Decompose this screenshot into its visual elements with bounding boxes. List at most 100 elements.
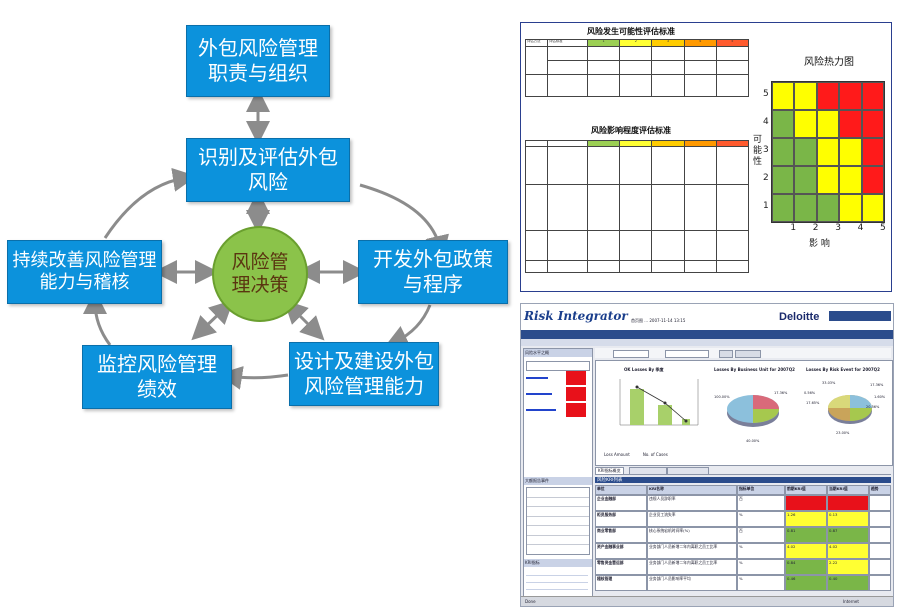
kri-row[interactable]: 企业金融部违规人员辞职率百: [595, 495, 891, 511]
identify-box: 识别及评估外包风险: [186, 138, 350, 202]
pie3-label: 1.60%: [874, 395, 886, 399]
kri-cell: 0.87: [827, 527, 869, 543]
pie2-label: 40.00%: [746, 439, 760, 443]
ri-left-column: 风险水平之概 大额报告事件 KRI指标: [523, 348, 593, 600]
kri-cell: 商业零售部: [595, 527, 647, 543]
kri-cell: 0.46: [785, 575, 827, 591]
ri-status-bar: Done Internet: [521, 596, 893, 606]
heatmap-cell: [816, 166, 840, 194]
kri-cell: [869, 527, 891, 543]
ri-chart3-title: Losses By Risk Event for 2007Q2: [806, 367, 880, 372]
likelihood-header-cell: 3: [651, 39, 685, 47]
kri-cell: 违规人员辞职率: [647, 495, 737, 511]
kri-cell: 业务部门人员影响率平均: [647, 575, 737, 591]
ri-query-select-1[interactable]: [613, 350, 649, 358]
heatmap-x-tick: 5: [880, 223, 886, 233]
pie2-label: 17.36%: [774, 391, 788, 395]
kri-cell: 企业金融部: [595, 495, 647, 511]
ri-charts-area: OK Losses By 季度 Loss Amount No. of Cases…: [595, 360, 893, 466]
kri-cell: [869, 495, 891, 511]
kri-cell: 百: [737, 495, 785, 511]
heatmap-cell: [861, 194, 884, 222]
ri-sub-nav[interactable]: [521, 339, 893, 346]
ri-query-select-2[interactable]: [665, 350, 709, 358]
kri-cell: [869, 511, 891, 527]
likelihood-header-cell: 评估标准: [547, 39, 588, 47]
kri-cell: %: [737, 559, 785, 575]
heatmap-cell: [839, 138, 862, 166]
ri-query-button[interactable]: [719, 350, 733, 358]
ri-export-button[interactable]: [735, 350, 761, 358]
ri-brand: Deloitte: [779, 311, 820, 323]
kri-cell: 趋势: [869, 485, 891, 495]
risk-integrator-window: Risk Integrator 首页图 ... 2007-11-14 13:15…: [520, 303, 894, 607]
ri-kri-table-title: 风险KRI列表: [595, 477, 891, 483]
kri-cell: 前期KRI值: [785, 485, 827, 495]
heatmap-x-tick: 4: [857, 223, 864, 233]
ri-tab-3[interactable]: [667, 467, 709, 475]
ri-event-table: [526, 487, 590, 555]
heatmap-cell: [816, 138, 840, 166]
heatmap-cell: [816, 82, 840, 110]
heatmap-cell: [839, 82, 862, 110]
heatmap-y-tick: 1: [763, 201, 769, 211]
heatmap-grid: [771, 81, 885, 223]
ri-tab-kri[interactable]: KRI指标概览: [595, 467, 624, 475]
kri-cell: 当期KRI值: [827, 485, 869, 495]
heatmap-cell: [794, 166, 817, 194]
risk-evaluation-panel: 风险发生可能性评估标准 评估方法 评估标准 1 2 3 4 5 风险影响程度评估…: [520, 22, 892, 292]
heatmap-cell: [816, 194, 840, 222]
ri-tab-strip: KRI指标概览: [595, 466, 891, 475]
kri-cell: 1.26: [785, 511, 827, 527]
pie3-label: 23.00%: [836, 431, 850, 435]
heatmap-y-tick: 3: [763, 145, 769, 155]
heatmap-cell: [839, 166, 862, 194]
heatmap-cell: [839, 110, 862, 138]
likelihood-header-cell: 2: [619, 39, 653, 47]
kri-cell: 0.81: [785, 527, 827, 543]
kri-cell: 百: [737, 527, 785, 543]
improve-label: 持续改善风险管理能力与稽核: [12, 249, 157, 294]
heatmap-cell: [794, 194, 817, 222]
heatmap-x-tick: 1: [790, 223, 797, 233]
kri-cell: 4.02: [785, 543, 827, 559]
likelihood-table: 评估方法 评估标准 1 2 3 4 5: [525, 39, 750, 97]
legend-no-cases: No. of Cases: [642, 452, 668, 457]
heatmap-cell: [861, 166, 884, 194]
improve-box: 持续改善风险管理能力与稽核: [7, 240, 162, 304]
heatmap-cell: [772, 194, 795, 222]
likelihood-header-cell: 1: [586, 39, 621, 47]
heatmap-cell: [772, 110, 795, 138]
kri-cell: 0.84: [785, 559, 827, 575]
ri-pie-chart-business: [727, 395, 779, 427]
kri-cell: 0.40: [827, 575, 869, 591]
kri-cell: %: [737, 575, 785, 591]
heatmap-cell: [794, 110, 817, 138]
kri-cell: 业务部门人员新增二年内离职之员工比率: [647, 559, 737, 575]
heatmap-cell: [772, 138, 795, 166]
kri-cell: 单位: [595, 485, 647, 495]
kri-cell: 0.13: [827, 511, 869, 527]
ri-chart1-title: OK Losses By 季度: [624, 367, 664, 372]
ri-tab-2[interactable]: [629, 467, 667, 475]
pie3-label: 17.65%: [806, 401, 820, 405]
ri-nav-bar[interactable]: [521, 330, 893, 339]
monitor-box: 监控风险管理绩效: [82, 345, 232, 409]
impact-table: [525, 140, 750, 273]
kri-cell: 资产金融事业部: [595, 543, 647, 559]
heatmap-cell: [861, 82, 884, 110]
ri-logo: Risk Integrator: [524, 309, 628, 323]
kri-cell: %: [737, 543, 785, 559]
likelihood-header-cell: 5: [715, 39, 750, 47]
heatmap-y-tick: 2: [763, 173, 769, 183]
ri-chart2-title: Losses By Business Unit for 2007Q2: [714, 367, 795, 372]
kri-cell: 稽核管理: [595, 575, 647, 591]
